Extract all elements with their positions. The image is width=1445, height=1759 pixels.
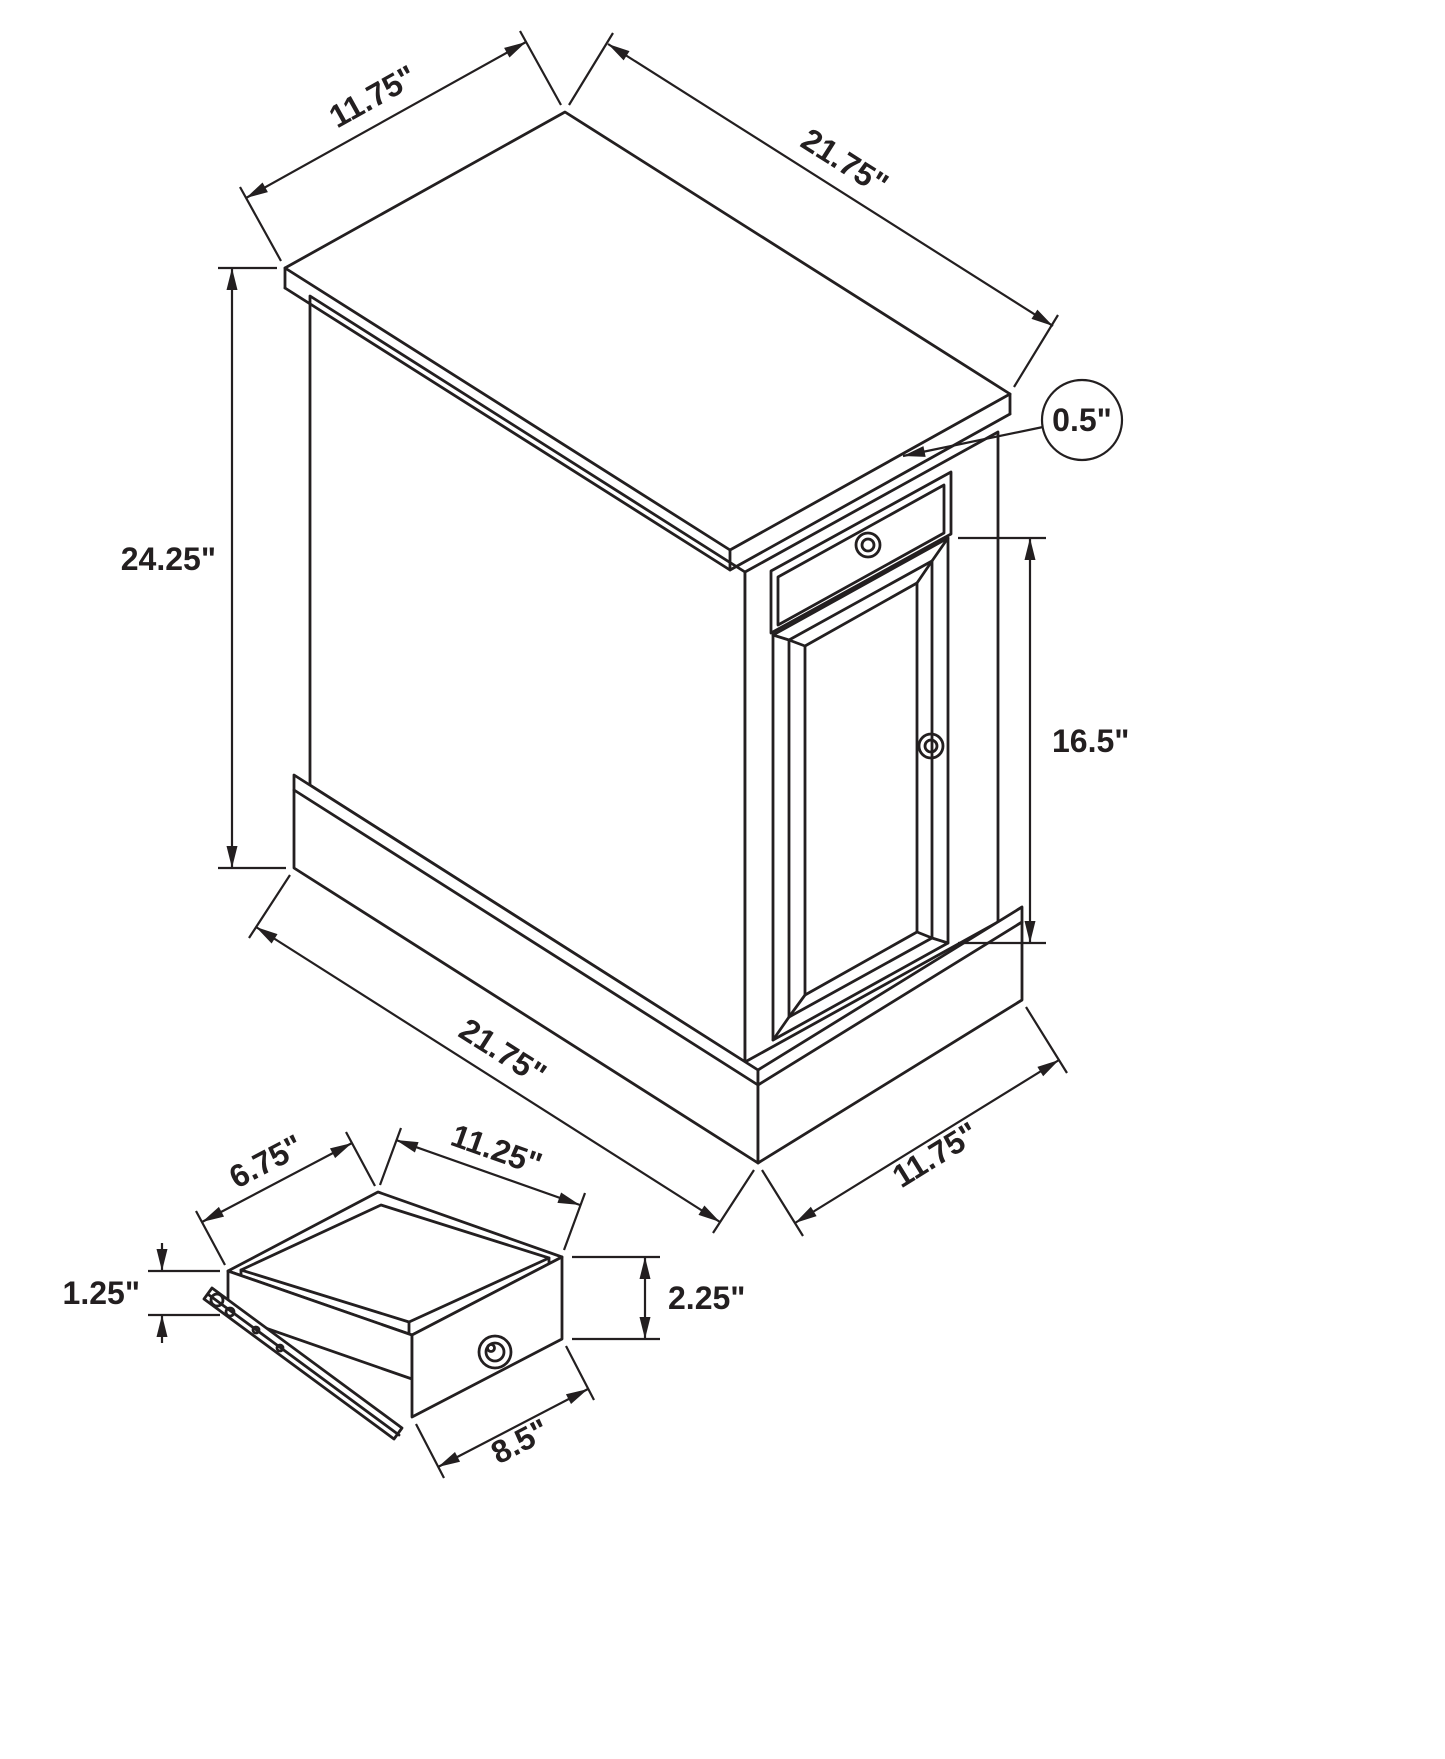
dim-label-overall-height: 24.25" (121, 541, 216, 577)
dim-label-base-depth: 11.75" (886, 1115, 984, 1195)
table-drawer-front (769, 470, 953, 635)
rail-screw-hole-icon (251, 1325, 261, 1335)
drawer-front-inner (776, 483, 946, 627)
drawer-slide-rail (202, 1286, 404, 1441)
dim-drawer-front-height: 2.25" (572, 1255, 745, 1341)
table-body (308, 294, 1000, 1064)
dim-label-drawer-depth: 6.75" (223, 1127, 308, 1195)
rail-screw-hole-icon (275, 1343, 285, 1353)
callout-leader-arrow (902, 425, 1044, 458)
dim-label-drawer-front-height: 2.25" (668, 1280, 745, 1316)
dim-door-height: 16.5" (958, 536, 1129, 945)
dim-label-drawer-width: 11.25" (447, 1117, 547, 1182)
dim-label-drawer-side-height: 1.25" (63, 1275, 140, 1311)
dim-label-door-height: 16.5" (1052, 723, 1129, 759)
dim-label-top-depth: 11.75" (323, 58, 422, 135)
dim-drawer-side-height: 1.25" (63, 1243, 220, 1343)
dim-label-drawer-front-width: 8.5" (485, 1412, 555, 1471)
dim-label-top-width: 21.75" (795, 121, 895, 202)
table-door (771, 536, 950, 1042)
dim-top-thickness: 0.5" (902, 378, 1124, 462)
dim-label-top-thickness: 0.5" (1052, 402, 1112, 438)
drawer-detail-drawing (202, 1190, 564, 1441)
table-top-thickness-edges (283, 266, 1012, 572)
door-panel-corners (787, 559, 934, 1019)
drawer-knob-icon (854, 531, 882, 559)
drawer-front-outer (769, 470, 953, 635)
rail-roller-icon (209, 1292, 225, 1308)
door-knob-icon (917, 732, 945, 760)
dim-overall-height: 24.25" (121, 266, 286, 870)
side-table-drawing (283, 110, 1024, 1165)
drawer-detail-knob-icon (477, 1334, 513, 1370)
rail-roller-icon (224, 1306, 236, 1318)
callout-circle (1040, 378, 1124, 462)
door-bevel-corners (771, 536, 950, 1042)
